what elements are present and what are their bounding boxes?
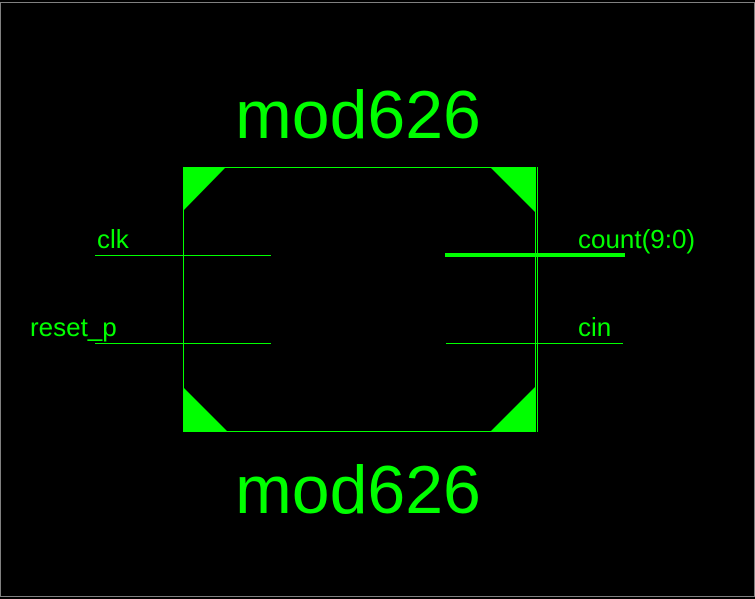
pin-label-reset-p: reset_p (30, 312, 117, 342)
pin-count[interactable]: count(9:0) (445, 224, 695, 257)
corner-marker-bottom-right (490, 386, 536, 432)
pin-label-cin: cin (578, 312, 611, 342)
symbol-name-bottom: mod626 (235, 452, 481, 528)
pin-reset-p[interactable]: reset_p (30, 312, 271, 344)
corner-marker-bottom-left (183, 387, 228, 432)
corner-marker-top-right (490, 167, 536, 213)
pin-label-clk: clk (97, 224, 130, 254)
pin-label-count: count(9:0) (578, 224, 695, 254)
symbol-box[interactable] (183, 167, 536, 432)
symbol-name-top: mod626 (235, 77, 481, 153)
corner-marker-top-left (183, 167, 226, 211)
symbol-body[interactable] (183, 167, 538, 432)
pin-clk[interactable]: clk (95, 224, 271, 256)
pin-cin[interactable]: cin (446, 312, 623, 344)
